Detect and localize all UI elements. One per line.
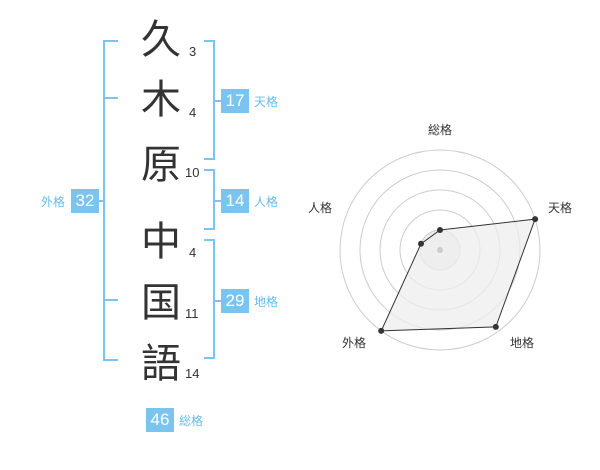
stroke-count-4: 4 <box>189 245 197 260</box>
name-char-6: 語 <box>141 341 181 387</box>
stroke-count-5: 11 <box>185 306 199 321</box>
chikaku-bracket <box>204 239 215 359</box>
soukaku-label: 総格 <box>179 414 204 428</box>
radar-axis-label-5: 人格 <box>308 200 332 215</box>
radar-ring <box>339 149 541 351</box>
jinkaku-value: 14 <box>221 189 249 213</box>
stroke-count-1: 3 <box>189 44 197 59</box>
stroke-count-2: 4 <box>189 105 197 120</box>
jinkaku-label: 人格 <box>254 195 279 209</box>
radar-point-5 <box>418 240 424 247</box>
name-char-5: 国 <box>141 280 181 326</box>
tenkaku-bracket <box>204 40 215 160</box>
chikaku-value: 29 <box>221 289 249 313</box>
radar-points <box>378 216 539 334</box>
name-char-1: 久 <box>141 17 181 63</box>
tenkaku-label: 天格 <box>254 95 279 109</box>
radar-chart: 総格 天格 地格 外格 人格 <box>308 122 572 351</box>
radar-point-4 <box>378 327 385 334</box>
radar-point-1 <box>437 227 443 233</box>
name-char-3: 原 <box>141 142 181 188</box>
tenkaku-value: 17 <box>221 89 249 113</box>
gaikaku-label: 外格 <box>41 195 66 209</box>
jinkaku-bracket <box>204 169 215 230</box>
stroke-count-3: 10 <box>185 165 200 180</box>
radar-axis-label-2: 天格 <box>548 200 572 215</box>
radar-labels: 総格 天格 地格 外格 人格 <box>308 122 572 350</box>
radar-center <box>437 247 443 253</box>
radar-axis-label-3: 地格 <box>510 335 534 350</box>
soukaku-value: 46 <box>146 408 174 432</box>
gaikaku-value: 32 <box>71 189 99 213</box>
name-char-2: 木 <box>141 77 181 123</box>
gaikaku-bracket <box>103 40 118 361</box>
radar-point-2 <box>532 216 539 223</box>
radar-point-3 <box>492 323 499 330</box>
radar-axis-label-4: 外格 <box>342 335 366 350</box>
stroke-count-6: 14 <box>185 366 200 381</box>
chikaku-label: 地格 <box>254 295 279 309</box>
name-char-4: 中 <box>141 219 181 265</box>
radar-area <box>380 218 536 332</box>
radar-axis-label-1: 総格 <box>428 122 452 137</box>
